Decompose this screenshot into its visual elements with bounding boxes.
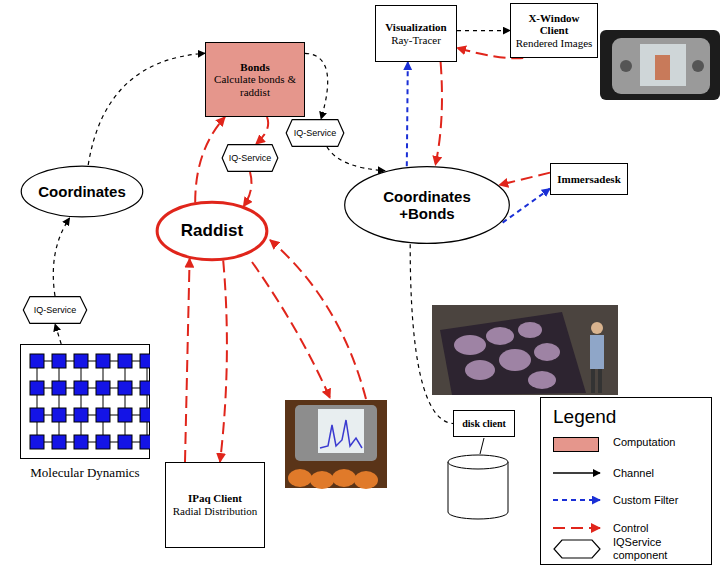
node-title: Visualization [385,21,446,34]
control-arrow [499,173,550,185]
disk-cylinder [448,455,508,519]
node-title: Molecular Dynamics [30,466,139,481]
client-box: X-Window ClientRendered Images [510,3,598,58]
node-body: Ray-Tracer [385,34,446,47]
legend-title: Legend [553,406,616,428]
pda-photo [600,30,720,100]
text-group: BondsCalculate bonds & raddist [210,61,300,99]
text-group: IQ-Service [34,305,77,315]
control-arrow [256,117,268,144]
channel-arrow [53,218,69,296]
control-ellipse: Raddist [156,201,268,261]
simulation-grid: Molecular Dynamics [15,344,155,483]
channel-arrow [55,324,61,344]
iqservice-hexagon: IQ-Service [22,296,88,324]
text-group: IQ-Service [294,128,337,138]
node-title: Bonds [210,61,300,74]
channel-arrow [305,53,328,119]
text-group: IPaq ClientRadial Distribution [173,492,258,517]
legend-swatch [553,437,599,452]
legend-entry: IQService component [613,536,708,561]
control-arrow [185,259,190,462]
text-group: Coordinates +Bonds [372,188,482,223]
text-group: VisualizationRay-Tracer [385,21,446,46]
data-ellipse: Coordinates [20,165,144,218]
filter-arrow [407,62,408,166]
control-arrow [270,240,366,399]
node-body: Radial Distribution [173,505,258,518]
control-arrow [220,260,227,462]
text-group: IQ-Service [229,153,272,163]
node-title: IQ-Service [294,128,337,138]
text-group: Immersadesk [557,173,621,186]
text-group: Coordinates [38,183,126,200]
node-title: X-Window Client [515,12,593,37]
ipaq-photo [285,400,387,489]
legend-control-sample [553,527,600,529]
client-box: disk client [453,410,515,437]
legend-entry: Computation [613,436,675,449]
node-body: Rendered Images [515,37,593,50]
iqservice-hexagon: IQ-Service [221,144,279,172]
channel-arrow [327,147,385,171]
node-title: disk client [462,418,506,430]
disk-link [480,438,484,454]
text-group: Raddist [181,221,243,241]
legend-channel-sample [553,472,600,474]
computation-box: BondsCalculate bonds & raddist [205,42,305,117]
client-box: IPaq ClientRadial Distribution [165,462,265,548]
legend-entry: Custom Filter [613,494,678,507]
control-arrow [243,172,251,206]
device-box: Immersadesk [550,163,628,195]
immersadesk-photo [432,305,618,395]
legend-hexagon-sample [554,540,600,558]
channel-arrow [457,30,510,31]
legend-filter-sample [553,499,600,501]
node-title: Immersadesk [557,173,621,186]
text-group: disk client [462,418,506,430]
data-ellipse: Coordinates +Bonds [343,165,511,245]
text-group: Molecular Dynamics [30,466,139,481]
legend-box: LegendComputationChannelCustom FilterCon… [540,397,712,565]
node-title: IQ-Service [229,153,272,163]
control-arrow [435,62,442,165]
text-group: X-Window ClientRendered Images [515,12,593,50]
node-title: Coordinates [38,183,126,200]
iqservice-hexagon: IQ-Service [285,119,345,147]
control-arrow [252,262,330,398]
node-title: IPaq Client [173,492,258,505]
process-box: VisualizationRay-Tracer [375,5,457,62]
node-title: Raddist [181,221,243,241]
node-body: Calculate bonds & raddist [210,73,300,98]
legend-entry: Control [613,522,648,535]
legend-entry: Channel [613,467,654,480]
processor-grid [20,344,150,459]
node-title: IQ-Service [34,305,77,315]
channel-arrow [88,53,205,165]
node-title: Coordinates +Bonds [372,188,482,223]
channel-arrow [410,244,453,423]
control-arrow [195,117,225,203]
